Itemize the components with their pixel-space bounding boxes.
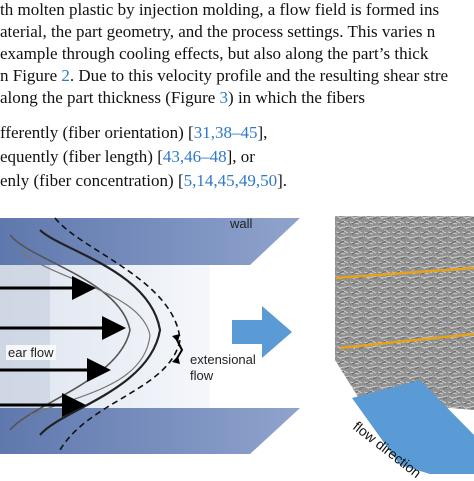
transition-arrow-icon — [232, 306, 292, 358]
flow-direction-arrow-icon — [352, 380, 474, 474]
fiber-micrograph — [335, 216, 474, 410]
layer-boundary-bottom — [339, 332, 474, 350]
text-line-1: th molten plastic by injection molding, … — [0, 0, 440, 19]
text-line-2: aterial, the part geometry, and the proc… — [0, 22, 436, 41]
flow-figure: wall ear flow extensional flow — [0, 210, 474, 474]
wall-label: wall — [230, 216, 253, 231]
figure-2-link[interactable]: 2 — [61, 66, 70, 85]
figure-3-link[interactable]: 3 — [219, 88, 229, 107]
text-line-5: along the part thickness (Figure 3) in w… — [0, 88, 365, 107]
layer-boundary-top — [335, 266, 474, 280]
text-line-3: example through cooling effects, but als… — [0, 44, 429, 63]
citation-orientation[interactable]: 31,38–45 — [193, 123, 258, 142]
citation-concentration[interactable]: 5,14,45,49,50 — [183, 171, 278, 190]
bottom-wall — [0, 408, 300, 454]
bullet-fiber-length: equently (fiber length) [43,46–48], or — [0, 147, 255, 166]
extensional-label-1: extensional — [190, 352, 256, 367]
shear-flow-label: ear flow — [6, 345, 56, 360]
top-wall — [0, 218, 300, 265]
text-line-4: n Figure 2. Due to this velocity profile… — [0, 66, 449, 85]
bullet-fiber-orientation: fferently (fiber orientation) [31,38–45]… — [0, 123, 268, 142]
extensional-label-2: flow — [190, 368, 214, 383]
inner-shade — [0, 265, 50, 408]
citation-length[interactable]: 43,46–48 — [162, 147, 227, 166]
bullet-fiber-concentration: enly (fiber concentration) [5,14,45,49,5… — [0, 171, 288, 190]
figure-svg — [0, 216, 474, 474]
paper-text: th molten plastic by injection molding, … — [0, 0, 474, 210]
